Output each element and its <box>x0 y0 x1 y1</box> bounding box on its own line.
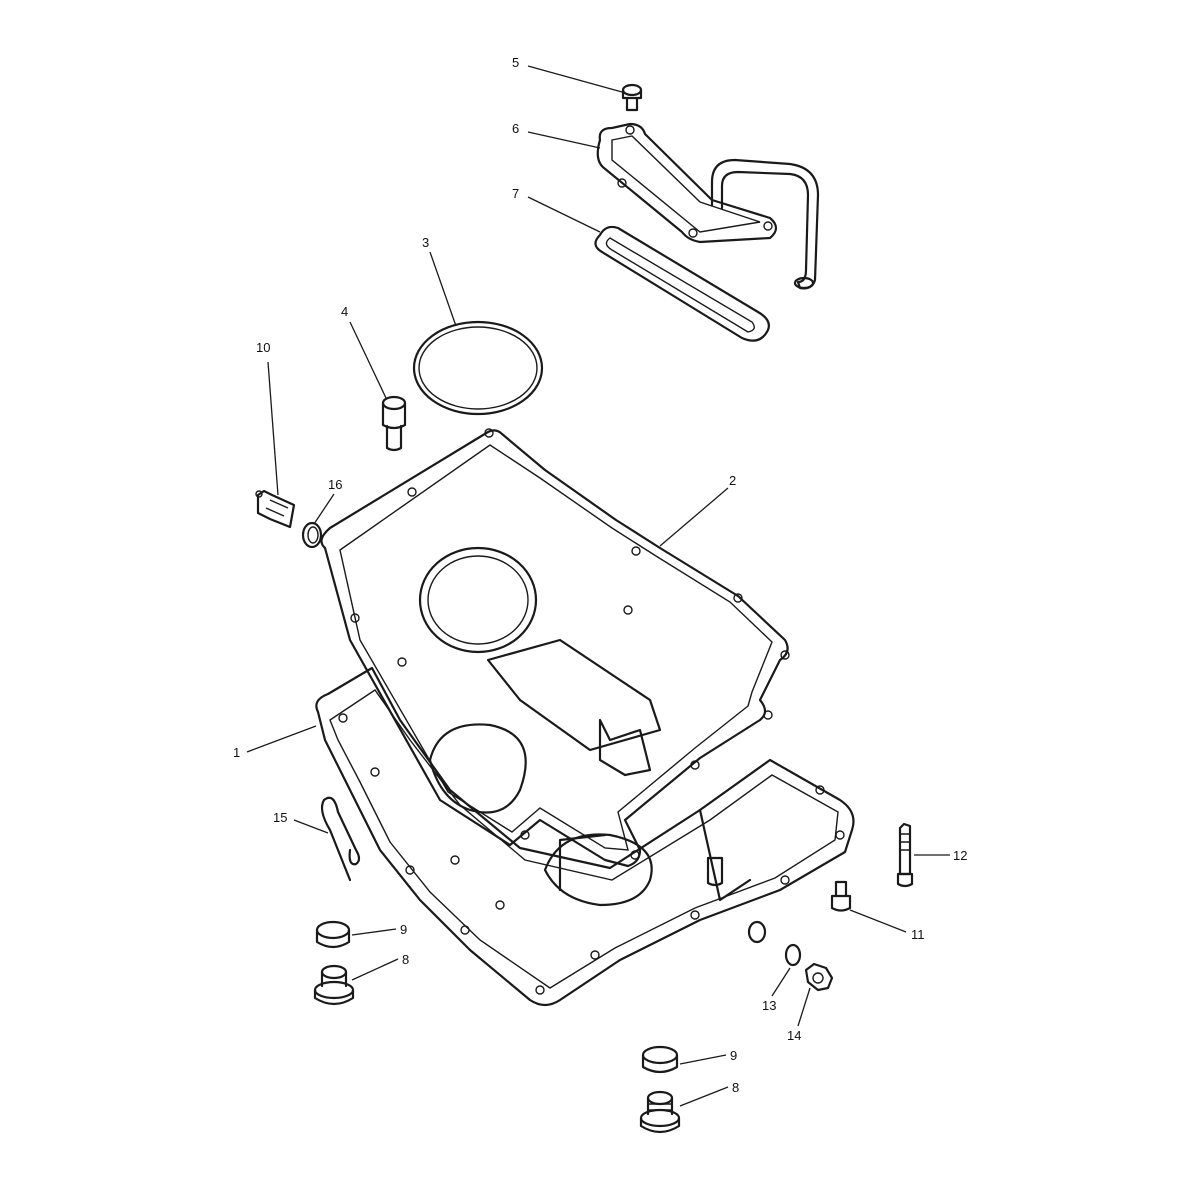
pan-bolt-holes <box>338 713 845 995</box>
part-1-oil-sump-pan <box>315 666 855 1007</box>
part-16-sealing-washer <box>301 521 323 549</box>
callout-5: 5 <box>512 55 519 70</box>
callout-3: 3 <box>422 235 429 250</box>
callout-12: 12 <box>953 848 967 863</box>
part-8-drain-plug-left <box>313 964 355 1006</box>
callout-6: 6 <box>512 121 519 136</box>
callout-10: 10 <box>256 340 270 355</box>
gasket-bolt-holes <box>350 428 790 860</box>
callout-2: 2 <box>729 473 736 488</box>
callout-8-left: 8 <box>402 952 409 967</box>
leader-lines <box>246 65 950 1107</box>
callout-14: 14 <box>787 1028 801 1043</box>
part-12-long-bolt <box>896 822 914 888</box>
callout-16: 16 <box>328 477 342 492</box>
callout-9-left: 9 <box>400 922 407 937</box>
callout-11: 11 <box>911 927 925 942</box>
part-9-washer-bottom <box>641 1045 679 1074</box>
callout-8-bottom: 8 <box>732 1080 739 1095</box>
callout-1: 1 <box>233 745 240 760</box>
callout-9-bottom: 9 <box>730 1048 737 1063</box>
part-7-oil-strainer <box>594 225 770 342</box>
callout-7: 7 <box>512 186 519 201</box>
callout-15: 15 <box>273 810 287 825</box>
part-5-bolt <box>621 83 643 112</box>
part-6-oil-pickup-pipe <box>596 122 820 290</box>
part-10-oil-pressure-switch <box>255 489 296 529</box>
callout-labels: 5 6 7 3 4 10 16 2 1 15 9 8 12 11 13 14 9… <box>233 55 967 1095</box>
part-9-washer-left <box>315 920 351 949</box>
part-14-plug <box>804 962 834 992</box>
callout-13: 13 <box>762 998 776 1013</box>
part-11-short-bolt <box>830 880 852 912</box>
part-13-washer <box>784 943 802 967</box>
part-8-drain-plug-bottom <box>639 1090 681 1134</box>
part-4-filter-adapter <box>381 395 407 452</box>
callout-4: 4 <box>341 304 348 319</box>
part-2-sump-gasket <box>320 428 790 868</box>
part-15-retaining-clip <box>320 796 361 882</box>
part-3-o-ring <box>412 320 544 416</box>
